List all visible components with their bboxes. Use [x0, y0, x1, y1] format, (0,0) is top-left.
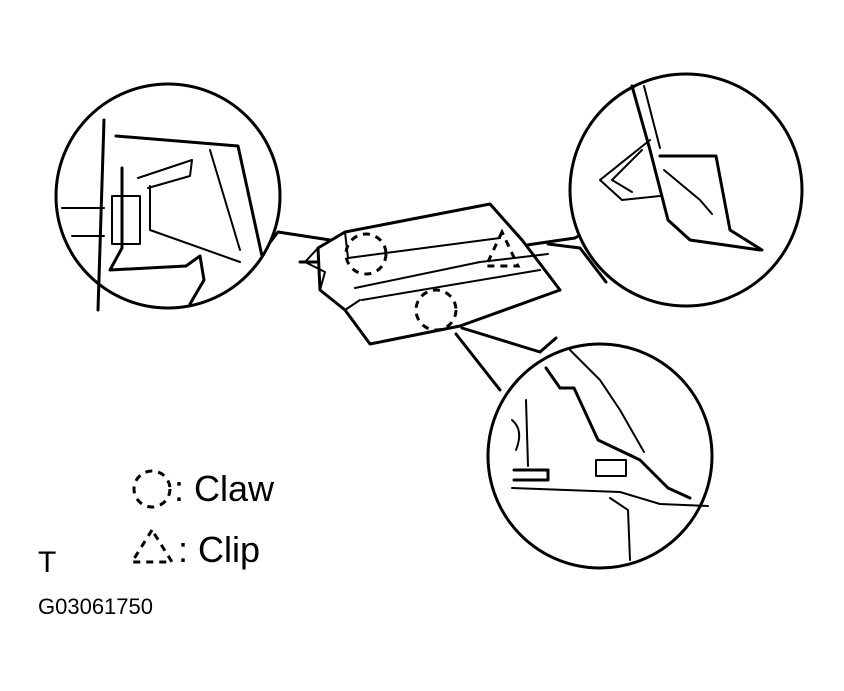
detail-left-wall	[96, 118, 106, 312]
detail-bottom-curve	[511, 419, 521, 451]
claw-marker-left	[344, 232, 388, 276]
panel-fold-mid	[354, 253, 549, 289]
detail-left-panel-outer	[114, 134, 264, 258]
detail-right-trim	[658, 154, 764, 252]
detail-left-outline	[54, 82, 282, 310]
detail-circle-bottom	[486, 342, 714, 570]
clip-legend-label: : Clip	[178, 529, 260, 570]
claw-marker-bottom	[414, 288, 458, 332]
leader-bottom-b	[460, 326, 558, 354]
panel-body	[316, 202, 562, 346]
detail-left-bracket	[108, 166, 206, 306]
detail-right-outline	[568, 72, 804, 308]
detail-right-wall-inner	[643, 85, 661, 149]
detail-bottom-wall	[525, 399, 529, 467]
panel-fold-top	[344, 231, 501, 259]
detail-right-clip-head	[599, 139, 661, 201]
leader-right-lower	[546, 242, 608, 284]
detail-right-wall	[630, 84, 762, 252]
corner-mark: T	[38, 546, 56, 579]
detail-right-seat	[663, 169, 713, 215]
claw-legend-icon	[132, 469, 172, 509]
detail-bottom-claw-tab	[512, 468, 550, 482]
detail-bottom-trim	[544, 366, 692, 500]
trim-panel	[304, 202, 562, 346]
clip-legend-icon	[129, 527, 175, 564]
detail-bottom-clip	[595, 459, 627, 477]
detail-left-claw	[137, 159, 193, 189]
detail-left-body	[149, 185, 241, 263]
detail-bottom-floor	[511, 487, 709, 507]
clip-marker	[483, 228, 521, 268]
detail-circle-right	[568, 72, 804, 308]
figure-code: G03061750	[38, 594, 153, 619]
detail-bottom-outline	[486, 342, 714, 570]
detail-bottom-post	[609, 497, 631, 561]
leader-bottom-a	[454, 332, 502, 392]
detail-left-clip	[111, 195, 141, 245]
claw-legend-label: : Claw	[174, 468, 275, 509]
panel-edge	[344, 299, 361, 311]
detail-right-clip-inner	[611, 149, 643, 193]
legend: : Claw : Clip	[129, 468, 275, 570]
panel-fold-mid2	[361, 269, 541, 301]
detail-circle-left	[54, 82, 282, 312]
detail-left-panel-inner	[209, 149, 241, 251]
panel-tab	[304, 247, 326, 291]
detail-bottom-edge	[569, 349, 645, 453]
